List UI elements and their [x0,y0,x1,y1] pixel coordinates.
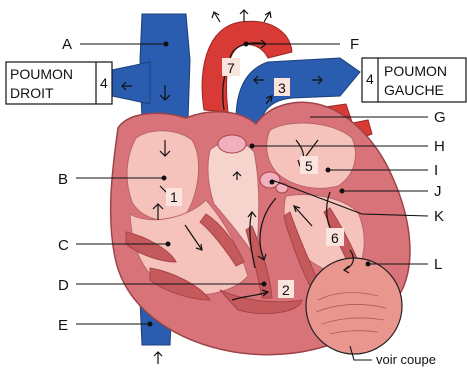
right-atrium [127,131,198,221]
label-c: C [58,237,69,254]
label-e: E [58,317,68,334]
number-5-box: 5 [300,156,318,174]
right-lung-label-line1: POUMON [10,66,73,82]
label-i: I [434,162,438,179]
number-3: 3 [278,80,286,96]
label-k: K [434,208,444,225]
label-f: F [350,36,359,53]
label-g: G [434,109,446,126]
number-3-box: 3 [274,78,290,96]
number-7-box: 7 [222,58,240,76]
number-7: 7 [227,60,235,76]
label-j: J [434,183,442,200]
number-6-box: 6 [326,228,344,246]
number-1-box: 1 [166,188,182,206]
right-lung-box: POUMON DROIT 4 [6,62,112,104]
number-4-left: 4 [100,75,108,91]
pulmonary-valve [218,135,246,153]
number-1: 1 [170,189,178,205]
left-lung-label-line1: POUMON [384,63,447,79]
left-lung-label-line2: GAUCHE [384,82,444,98]
number-4-right: 4 [366,71,374,87]
label-a: A [62,36,72,53]
right-pulmonary-vessels [112,62,150,104]
right-lung-label-line2: DROIT [10,85,54,101]
label-b: B [58,171,68,188]
number-2-box: 2 [278,280,294,298]
number-6: 6 [331,230,339,246]
label-d: D [58,277,69,294]
mitral-valve [276,183,288,193]
label-h: H [434,138,445,155]
cross-section-circle [306,258,402,354]
left-lung-box: 4 POUMON GAUCHE [362,58,466,102]
number-5: 5 [305,158,313,174]
voir-coupe-note: voir coupe [376,352,436,367]
label-l: L [434,256,442,273]
number-2: 2 [282,282,290,298]
